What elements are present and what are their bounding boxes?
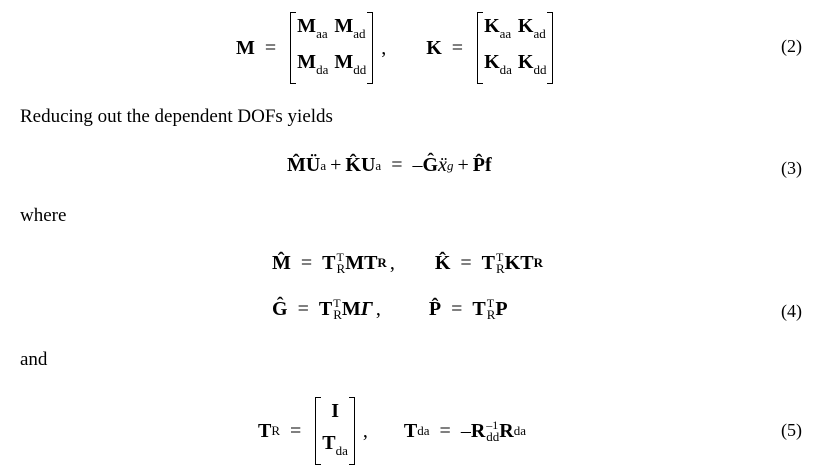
eq4-T-2: T	[364, 251, 378, 274]
eq3-sub-a: a	[320, 157, 327, 173]
eq4-P: P	[495, 297, 508, 320]
mass-matrix: Maa Mad Mda Mdd	[290, 12, 374, 84]
eq3-M-hat: M̂	[287, 154, 306, 176]
matrix-cell: Kdd	[517, 51, 547, 77]
equation-2: M = Maa Mad Mda Mdd , K = Kaa Kad Kda Kd…	[0, 12, 840, 84]
equation-number-2: (2)	[781, 36, 802, 56]
eq4-equals-2: =	[460, 251, 472, 274]
eq3-P-hat: P̂	[472, 154, 485, 176]
eq3-plus-2: +	[457, 154, 469, 176]
matrix-cell: Mad	[334, 15, 366, 41]
matrix-cell: Maa	[297, 15, 328, 41]
eq5-R-dd: R	[470, 419, 486, 442]
eq5-sub-da: da	[417, 423, 430, 438]
eq5-R-da: R	[499, 419, 514, 442]
eq5-sub-R: R	[271, 423, 281, 438]
matrix-cell: Kda	[484, 51, 512, 77]
eq2-lhs-M: M	[236, 36, 255, 59]
eq4-M-hat: M̂	[272, 251, 291, 274]
eq2-equals-1: =	[264, 36, 277, 59]
eq4-equals-4: =	[451, 297, 463, 320]
eq4-comma-1: ,	[389, 251, 395, 274]
eq3-U-ddot: Ü	[305, 154, 321, 176]
eq3-f: f	[484, 154, 492, 176]
eq3-sub-a-2: a	[375, 157, 382, 173]
eq3-plus-1: +	[330, 154, 342, 176]
eq2-comma: ,	[381, 36, 387, 59]
eq4-K-hat: K̂	[434, 251, 451, 274]
eq4-equals-3: =	[297, 297, 309, 320]
eq5-equals-1: =	[290, 419, 302, 442]
eq4-T-4: T	[520, 251, 534, 274]
eq4-M-2: M	[341, 297, 361, 320]
stiffness-matrix: Kaa Kad Kda Kdd	[477, 12, 554, 84]
eq5-minus: –	[460, 419, 471, 442]
body-text-reducing: Reducing out the dependent DOFs yields	[20, 106, 333, 127]
eq5-sub-da-2: da	[513, 423, 527, 438]
eq4-T: T	[322, 251, 336, 274]
matrix-cell: Kaa	[484, 15, 512, 41]
eq4-G-hat: Ĝ	[272, 297, 288, 320]
eq4-K: K	[504, 251, 521, 274]
eq3-x-ddot: ẍ	[438, 154, 447, 176]
matrix-cell: Kad	[517, 15, 546, 41]
eq3-equals: =	[391, 154, 403, 176]
body-text-and: and	[20, 349, 48, 370]
eq5-equals-2: =	[439, 419, 451, 442]
eq2-lhs-K: K	[426, 36, 442, 59]
equation-number-4: (4)	[781, 301, 802, 321]
eq3-sub-g: g	[446, 157, 454, 173]
eq4-comma-2: ,	[375, 297, 381, 320]
eq5-T-R: T	[258, 419, 272, 442]
equation-number-5: (5)	[781, 420, 802, 440]
eq3-G-hat: Ĝ	[422, 154, 439, 176]
transformation-matrix: I Tda	[315, 397, 355, 465]
eq2-equals-2: =	[451, 36, 464, 59]
matrix-cell: Tda	[322, 432, 348, 458]
eq4-T-6: T	[472, 297, 486, 320]
eq5-comma: ,	[362, 419, 368, 442]
matrix-cell: I	[331, 400, 339, 422]
eq5-T-da: T	[403, 419, 418, 442]
eq4-equals-1: =	[300, 251, 313, 274]
matrix-cell: Mdd	[334, 51, 367, 77]
body-text-where: where	[20, 205, 67, 226]
eq3-K-hat: K̂	[345, 154, 361, 176]
matrix-cell: Mda	[297, 51, 329, 77]
eq4-gamma: Γ	[360, 297, 373, 320]
eq3-minus: –	[412, 154, 423, 176]
eq4-T-3: T	[481, 251, 495, 274]
eq3-U: U	[360, 154, 376, 176]
eq4-P-hat: P̂	[428, 297, 442, 320]
eq4-T-5: T	[318, 297, 333, 320]
equation-number-3: (3)	[781, 158, 802, 178]
eq4-M: M	[345, 251, 365, 274]
